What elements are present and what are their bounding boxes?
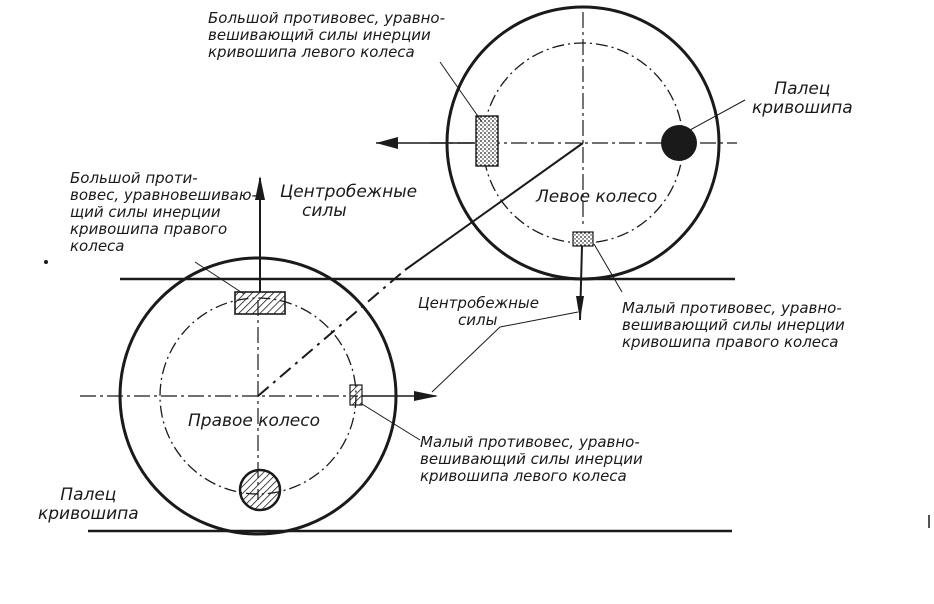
centrifugal-forces-top-label: Центробежные силы [280, 182, 418, 221]
left-crank-pin [661, 125, 697, 161]
leader-small-cw-right [593, 243, 623, 293]
leader-left-big-cw [439, 61, 483, 123]
right-big-counterweight [234, 291, 286, 315]
leader-crank-pin-top [689, 99, 746, 131]
leader-right-big-cw [194, 261, 245, 295]
left-wheel-label: Левое колесо [536, 187, 658, 207]
small-counterweight-left-label: Малый противовес, уравно- вешивающий сил… [420, 433, 643, 485]
leader-centrifugal-mid-1 [499, 311, 579, 328]
crank-pin-bottom-label: Палец кривошипа [38, 485, 139, 524]
right-wheel-label: Правое колесо [188, 411, 321, 431]
centrifugal-forces-mid-label: Центробежные силы [418, 294, 539, 329]
left-small-counterweight [572, 231, 594, 247]
right-crank-pin [238, 468, 282, 512]
axle-line-solid [404, 142, 584, 271]
left-small-counterweight [349, 384, 363, 406]
left-wheel [430, 5, 737, 281]
stray-mark [44, 260, 48, 264]
right-small-cw-arrowhead [576, 296, 584, 320]
right-centrifugal-arrowhead [255, 176, 265, 200]
left-centrifugal-arrowhead [376, 137, 398, 149]
small-counterweight-right-label: Малый противовес, уравно- вешивающий сил… [622, 299, 845, 351]
axle-line-dashed [257, 269, 406, 397]
leader-small-cw-left [361, 403, 421, 441]
left-big-counterweight-label: Большой противовес, уравно- вешивающий с… [208, 9, 446, 61]
crank-pin-top-label: Палец кривошипа [752, 79, 853, 118]
leader-centrifugal-mid-2 [431, 326, 501, 393]
right-big-counterweight-label: Большой проти- вовес, уравновешиваю- щий… [70, 169, 257, 255]
left-small-cw-arrowhead [414, 391, 438, 401]
left-big-counterweight [475, 115, 499, 167]
